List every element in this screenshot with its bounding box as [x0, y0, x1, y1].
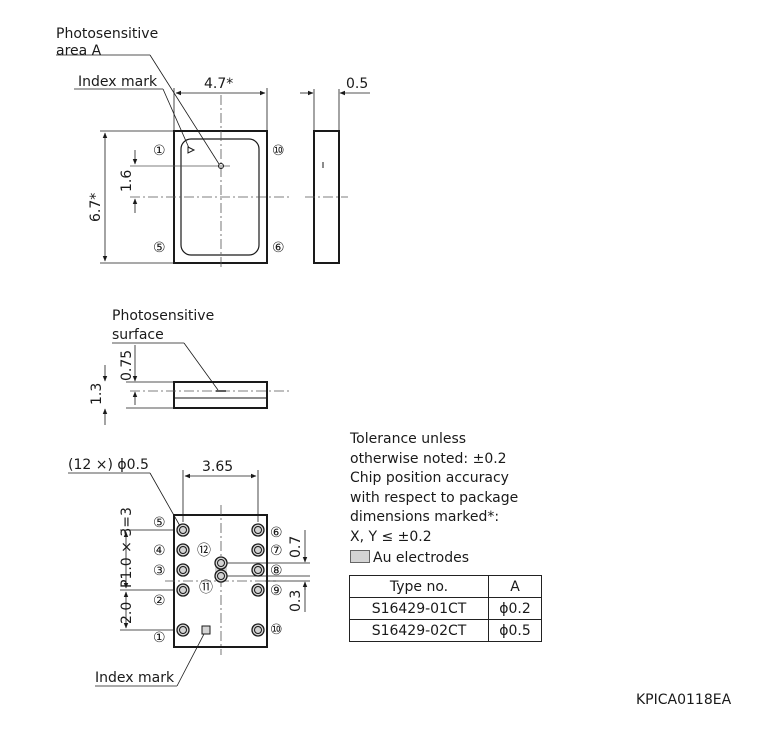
photosensitive-area-label-1: Photosensitive	[56, 26, 158, 42]
dim-075-label: 0.75	[119, 350, 135, 381]
electrode-pads-center	[214, 556, 228, 583]
index-mark-square	[201, 625, 211, 635]
index-mark-triangle	[187, 146, 196, 154]
dim-pitch-label: P1.0 × 3=3	[119, 507, 135, 588]
table-row: S16429-01CT ϕ0.2	[349, 597, 542, 620]
cell-a: ϕ0.2	[488, 597, 542, 620]
dim-03-label: 0.3	[288, 590, 304, 612]
pin-label-2: ②	[153, 593, 166, 609]
header-a: A	[488, 575, 542, 598]
index-mark-top-label: Index mark	[78, 74, 158, 90]
electrode-callout-label: (12 ×) ϕ0.5	[68, 457, 149, 473]
dim-365-label: 3.65	[202, 459, 233, 475]
note-line: otherwise noted: ±0.2	[350, 450, 507, 467]
pin-5-top: ⑤	[153, 240, 166, 256]
cell-a: ϕ0.5	[488, 619, 542, 642]
legend: Au electrodes	[350, 550, 469, 566]
cell-type: S16429-01CT	[349, 597, 489, 620]
pin-label-1: ①	[153, 630, 166, 646]
note-line: dimensions marked*:	[350, 509, 500, 525]
photosensitive-surface-label-1: Photosensitive	[112, 308, 214, 324]
pin-label-4: ④	[153, 543, 166, 559]
electrode-pads-left	[176, 523, 190, 637]
pin-label-7: ⑦	[270, 543, 283, 559]
bottom-view: Index mark (12 ×) ϕ0.5 3.65 P1.0 × 3=3 2…	[68, 457, 310, 687]
pin-1-top: ①	[153, 143, 166, 159]
dim-thickness-label: 0.5	[346, 76, 368, 92]
photosensitive-area-label-2: area A	[56, 43, 102, 59]
pin-6-top: ⑥	[272, 240, 285, 256]
side-view-right: 0.5	[300, 76, 370, 264]
dim-20-label: 2.0	[119, 602, 135, 624]
photosensitive-surface-label-2: surface	[112, 327, 164, 343]
pin-label-3: ③	[153, 563, 166, 579]
dim-16-label: 1.6	[119, 170, 135, 192]
au-electrode-swatch	[350, 550, 370, 563]
cell-type: S16429-02CT	[349, 619, 489, 642]
index-mark-bottom-label: Index mark	[95, 670, 175, 686]
drawing-code: KPICA0118EA	[636, 692, 732, 708]
pin-label-6: ⑥	[270, 525, 283, 541]
package-side-outline-2	[173, 381, 268, 409]
table-row: S16429-02CT ϕ0.5	[349, 619, 542, 642]
pin-label-5: ⑤	[153, 515, 166, 531]
pin-label-9: ⑨	[270, 583, 283, 599]
tolerance-notes: Tolerance unless otherwise noted: ±0.2 C…	[350, 430, 518, 547]
note-line: with respect to package	[350, 489, 519, 506]
pin-10-top: ⑩	[272, 143, 285, 159]
dim-width-label: 4.7*	[204, 76, 233, 92]
pin-label-10: ⑩	[270, 622, 283, 638]
note-line: Tolerance unless	[350, 431, 467, 447]
dim-height-label: 6.7*	[88, 193, 104, 222]
top-view: Photosensitive area A Index mark 4.7* 6.…	[56, 26, 290, 270]
pin-label-8: ⑧	[270, 563, 283, 579]
side-view-bottom: Photosensitive surface 0.75 1.3	[89, 308, 290, 425]
type-table: Type no. A S16429-01CT ϕ0.2 S16429-02CT …	[349, 575, 542, 642]
legend-label: Au electrodes	[373, 550, 470, 566]
photosensitive-area-mark	[218, 163, 224, 169]
note-line: Chip position accuracy	[350, 470, 509, 486]
pin-label-11: ⑪	[199, 580, 213, 596]
electrode-pads-right	[251, 523, 265, 637]
dim-07-label: 0.7	[288, 536, 304, 558]
note-line: X, Y ≤ ±0.2	[350, 528, 432, 545]
pin-label-12: ⑫	[197, 543, 211, 559]
table-header-row: Type no. A	[349, 575, 542, 598]
header-type-no: Type no.	[349, 575, 489, 598]
dim-13-label: 1.3	[89, 383, 105, 405]
